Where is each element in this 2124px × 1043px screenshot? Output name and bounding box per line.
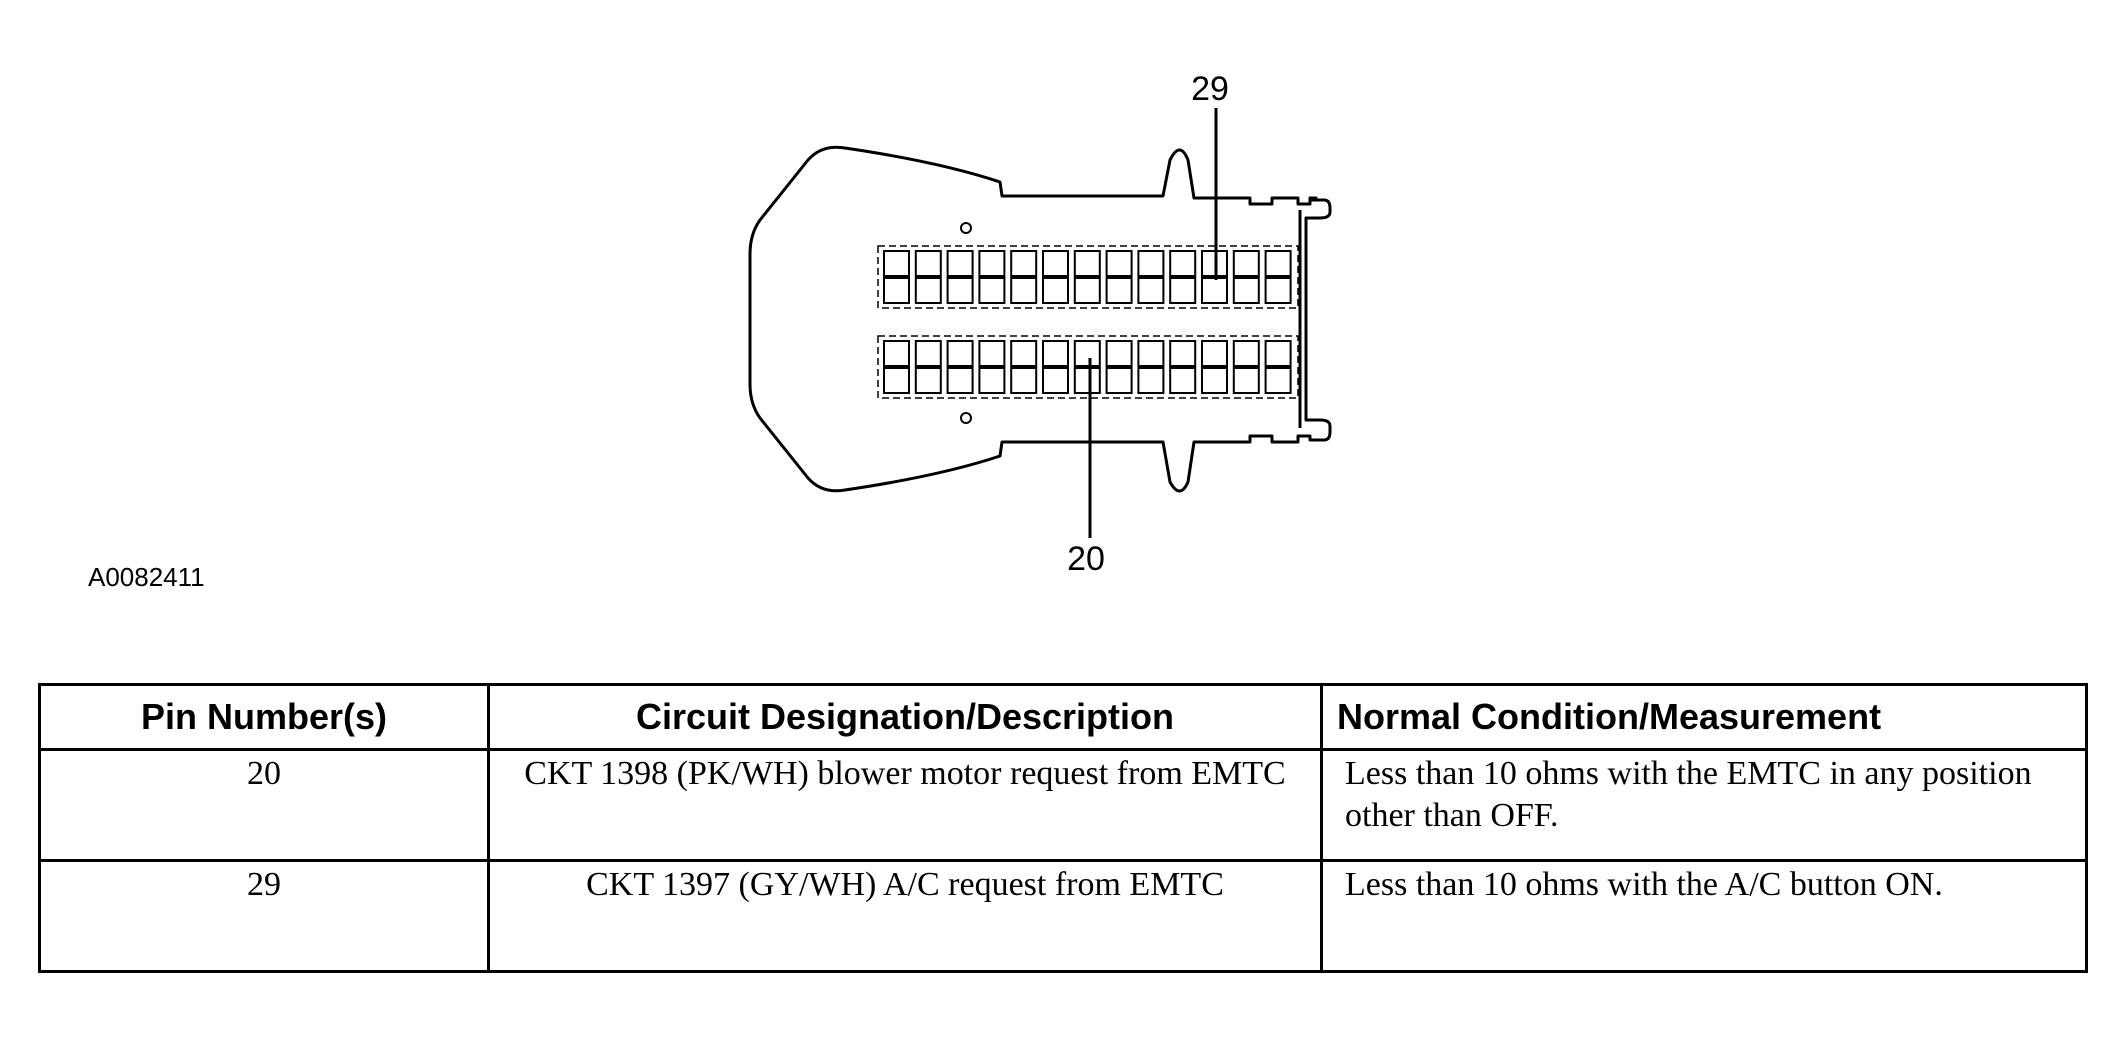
- cell-condition: Less than 10 ohms with the EMTC in any p…: [1320, 748, 2088, 862]
- pin-cavity: [1105, 277, 1133, 304]
- pin-cavity: [914, 250, 942, 277]
- pin-cavity: [1073, 250, 1101, 277]
- pin-cavity: [1201, 367, 1228, 394]
- pin-cavity: [1169, 340, 1197, 367]
- cell-pin: 29: [38, 859, 490, 973]
- upper-cavity-block: [877, 245, 1299, 309]
- connector-diagram: 29 20: [748, 70, 1332, 578]
- pin-cavity: [1042, 367, 1069, 394]
- callout-bottom-label: 20: [1067, 540, 1105, 578]
- table-header-row: Pin Number(s) Circuit Designation/Descri…: [38, 683, 2088, 751]
- pin-cavity: [1169, 367, 1197, 394]
- pin-cavity: [1264, 340, 1292, 367]
- pin-cavity: [1042, 250, 1069, 277]
- pin-cavity: [946, 277, 974, 304]
- cell-circuit: CKT 1397 (GY/WH) A/C request from EMTC: [487, 859, 1323, 973]
- pin-grid: [883, 250, 1292, 394]
- table-row: 29 CKT 1397 (GY/WH) A/C request from EMT…: [38, 859, 2088, 973]
- lower-cavity-block: [877, 335, 1299, 399]
- connector-housing: [838, 143, 1318, 202]
- pin-table: Pin Number(s) Circuit Designation/Descri…: [38, 683, 2088, 973]
- pin-cavity: [946, 250, 974, 277]
- pin-cavity: [1201, 277, 1228, 304]
- pin-cavity: [1232, 340, 1260, 367]
- pin-cavity: [883, 340, 910, 367]
- header-circuit: Circuit Designation/Description: [487, 683, 1323, 751]
- pin-cavity: [1232, 277, 1260, 304]
- figure-id: A0082411: [88, 562, 205, 592]
- pin-cavity: [978, 277, 1006, 304]
- pin-cavity: [1137, 277, 1165, 304]
- header-pin-numbers: Pin Number(s): [38, 683, 490, 751]
- pin-cavity: [1201, 340, 1228, 367]
- cell-circuit: CKT 1398 (PK/WH) blower motor request fr…: [487, 748, 1323, 862]
- pin-cavity: [1137, 250, 1165, 277]
- pin-cavity: [883, 277, 910, 304]
- pin-cavity: [914, 367, 942, 394]
- pin-cavity: [1010, 340, 1038, 367]
- pin-cavity: [1264, 277, 1292, 304]
- pin-cavity: [1232, 367, 1260, 394]
- pin-cavity: [1264, 367, 1292, 394]
- pin-cavity: [1105, 250, 1133, 277]
- pin-cavity: [1010, 367, 1038, 394]
- table-row: 20 CKT 1398 (PK/WH) blower motor request…: [38, 748, 2088, 862]
- callout-top-label: 29: [1191, 70, 1229, 108]
- pin-cavity: [1137, 340, 1165, 367]
- key-hole-top: [960, 222, 972, 234]
- pin-cavity: [1073, 277, 1101, 304]
- pin-cavity: [1105, 367, 1133, 394]
- pin-cavity: [883, 250, 910, 277]
- pin-cavity: [1264, 250, 1292, 277]
- pin-cavity: [946, 367, 974, 394]
- pin-cavity: [978, 340, 1006, 367]
- cell-condition: Less than 10 ohms with the A/C button ON…: [1320, 859, 2088, 973]
- pin-cavity: [978, 250, 1006, 277]
- pin-cavity: [1169, 250, 1197, 277]
- pin-cavity: [946, 340, 974, 367]
- key-hole-bottom: [960, 412, 972, 424]
- cell-pin: 20: [38, 748, 490, 862]
- pin-cavity: [1105, 340, 1133, 367]
- pin-cavity: [1010, 277, 1038, 304]
- pin-cavity: [1042, 340, 1069, 367]
- pin-cavity: [1169, 277, 1197, 304]
- pin-cavity: [1010, 250, 1038, 277]
- pin-cavity: [1137, 367, 1165, 394]
- pin-cavity: [914, 340, 942, 367]
- pin-cavity: [978, 367, 1006, 394]
- pin-cavity: [1232, 250, 1260, 277]
- pin-cavity: [883, 367, 910, 394]
- pin-cavity: [914, 277, 942, 304]
- connector-outer-edge: [748, 145, 1332, 493]
- header-condition: Normal Condition/Measurement: [1320, 683, 2088, 751]
- pin-cavity: [1042, 277, 1069, 304]
- pin-cavity: [1073, 340, 1101, 367]
- pin-cavity: [1073, 367, 1101, 394]
